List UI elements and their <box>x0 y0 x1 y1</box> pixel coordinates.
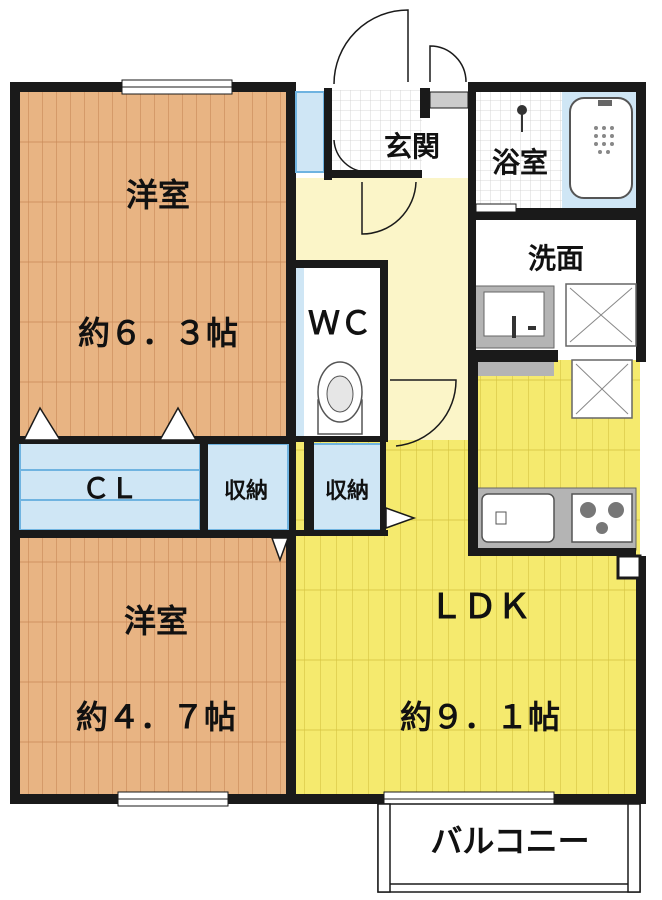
ldk-name: ＬＤＫ <box>429 587 531 627</box>
western-room-1-size: 約６．３帖 <box>78 314 238 352</box>
western-room-1-name: 洋室 <box>126 176 190 214</box>
ldk-size: 約９．１帖 <box>400 698 560 736</box>
hallway-floor <box>290 178 470 260</box>
closet-cl <box>19 439 201 531</box>
entrance-door <box>333 9 467 235</box>
balcony <box>377 803 641 893</box>
shower-faucet-icon <box>517 105 527 132</box>
bathtub-drain-icon <box>594 126 614 154</box>
bath-name: 浴室 <box>492 146 548 179</box>
kitchen-sink <box>481 493 555 543</box>
entrance-name: 玄関 <box>384 130 440 163</box>
western-room-2-name: 洋室 <box>124 602 188 640</box>
wc-name: ＷＣ <box>308 304 372 342</box>
wc-door <box>390 379 457 447</box>
closet-name: ＣＬ <box>82 472 138 505</box>
hallway-floor-2 <box>384 260 470 440</box>
balcony-name: バルコニー <box>430 822 589 860</box>
washroom-name: 洗面 <box>528 242 584 275</box>
storage-1-name: 収納 <box>224 478 268 504</box>
western-room-2-size: 約４．７帖 <box>76 698 236 736</box>
bathtub <box>569 97 633 199</box>
western-room-2-floor <box>18 532 290 796</box>
storage-2-name: 収納 <box>325 478 369 504</box>
western-room-1-floor <box>18 90 290 440</box>
toilet-icon <box>317 361 363 435</box>
entrance-shoe-cabinet <box>295 91 325 173</box>
stove-icon <box>571 493 633 543</box>
